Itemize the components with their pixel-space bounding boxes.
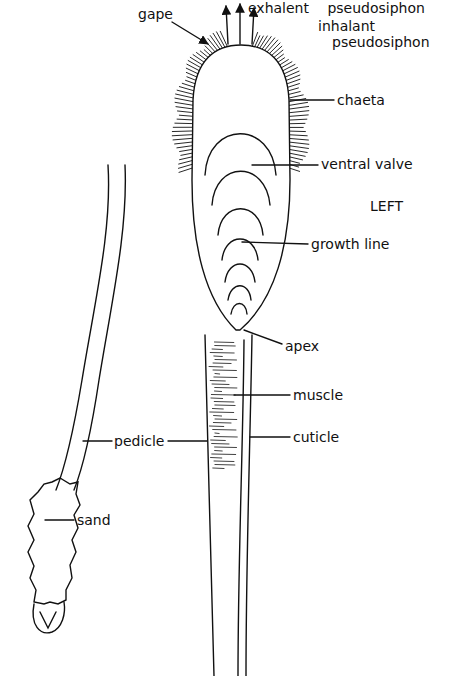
muscle-stroke (212, 454, 236, 456)
chaeta-bristle (176, 94, 195, 98)
part-label: growth line (311, 236, 431, 252)
muscle-stroke (211, 398, 223, 400)
chaeta-bristle (176, 107, 193, 109)
pedicle-bulb (33, 602, 64, 633)
muscle-stroke (214, 415, 222, 417)
chaeta-bristle (290, 123, 305, 124)
chaeta-bristle (290, 131, 305, 132)
muscle-stroke (212, 384, 229, 386)
growth-lines (205, 134, 276, 314)
part-label: apex (285, 338, 345, 354)
part-label: ventral valve (321, 156, 441, 172)
chaeta-bristle (175, 142, 193, 144)
muscle-stroke (214, 436, 237, 438)
muscle-stroke (215, 405, 235, 407)
chaeta-bristle (290, 134, 307, 136)
muscle-stroke (210, 352, 234, 354)
muscle-stroke (215, 387, 237, 389)
chaeta-bristle (289, 106, 309, 109)
part-label: inhalant pseudosiphon (318, 18, 442, 50)
chaeta-bristle (177, 111, 192, 113)
chaeta-bristle (177, 119, 192, 121)
part-label: pedicle (114, 433, 174, 449)
part-label: sand (77, 512, 137, 528)
chaeta-bristle (172, 135, 192, 136)
muscle-hatching (209, 342, 237, 469)
part-label: exhalent pseudosiphon (248, 0, 448, 16)
muscle-stroke (210, 412, 234, 414)
muscle-stroke (213, 363, 231, 365)
chaeta-bristle (175, 98, 194, 102)
muscle-stroke (213, 468, 224, 470)
ventral-valve-outline (192, 45, 290, 330)
chaeta-bristle (172, 130, 192, 132)
muscle-stroke (213, 422, 231, 424)
muscle-stroke (215, 359, 237, 361)
muscle-stroke (215, 373, 220, 375)
part-label: LEFT (370, 198, 430, 214)
muscle-stroke (215, 464, 235, 466)
muscle-stroke (214, 377, 237, 379)
muscle-stroke (215, 419, 237, 421)
chaeta-bristle (173, 138, 192, 140)
muscle-stroke (215, 433, 219, 435)
chaeta-bristle (289, 146, 309, 149)
muscle-stroke (215, 345, 236, 347)
muscle-stroke (212, 443, 229, 445)
chaeta-bristle (177, 146, 193, 148)
part-label: gape (138, 6, 198, 22)
chaeta-bristle (290, 119, 307, 121)
chaeta-bristle (288, 149, 307, 152)
chaeta-bristle (175, 102, 194, 105)
chaeta-bristle (289, 142, 309, 144)
muscle-stroke (214, 401, 234, 403)
muscle-stroke (214, 356, 222, 358)
part-label: muscle (293, 387, 373, 403)
muscle-stroke (209, 366, 223, 368)
muscle-stroke (213, 429, 236, 431)
muscle-stroke (211, 394, 235, 396)
chaeta-bristle (179, 115, 192, 116)
muscle-stroke (209, 426, 223, 428)
chaeta-bristle (173, 127, 192, 128)
chaeta-bristle (290, 127, 303, 128)
muscle-stroke (211, 440, 226, 442)
main-pedicle (205, 335, 252, 676)
muscle-stroke (212, 408, 223, 410)
leader-lines (45, 22, 334, 520)
side-pedicle (28, 165, 125, 633)
muscle-stroke (215, 447, 237, 449)
chaeta-bristle (289, 111, 309, 113)
muscle-stroke (210, 380, 225, 382)
chaeta-bristle (290, 115, 309, 116)
sand-clump (28, 478, 80, 604)
muscle-stroke (214, 342, 233, 344)
part-label: chaeta (337, 92, 417, 108)
muscle-stroke (214, 461, 234, 463)
muscle-stroke (213, 370, 236, 372)
muscle-stroke (211, 457, 222, 459)
chaeta-bristle (288, 102, 307, 105)
muscle-stroke (215, 450, 223, 452)
part-label: cuticle (293, 429, 373, 445)
chaeta-bristle (290, 138, 309, 140)
muscle-stroke (212, 349, 222, 351)
muscle-stroke (214, 391, 221, 393)
chaeta-bristle (175, 123, 192, 124)
